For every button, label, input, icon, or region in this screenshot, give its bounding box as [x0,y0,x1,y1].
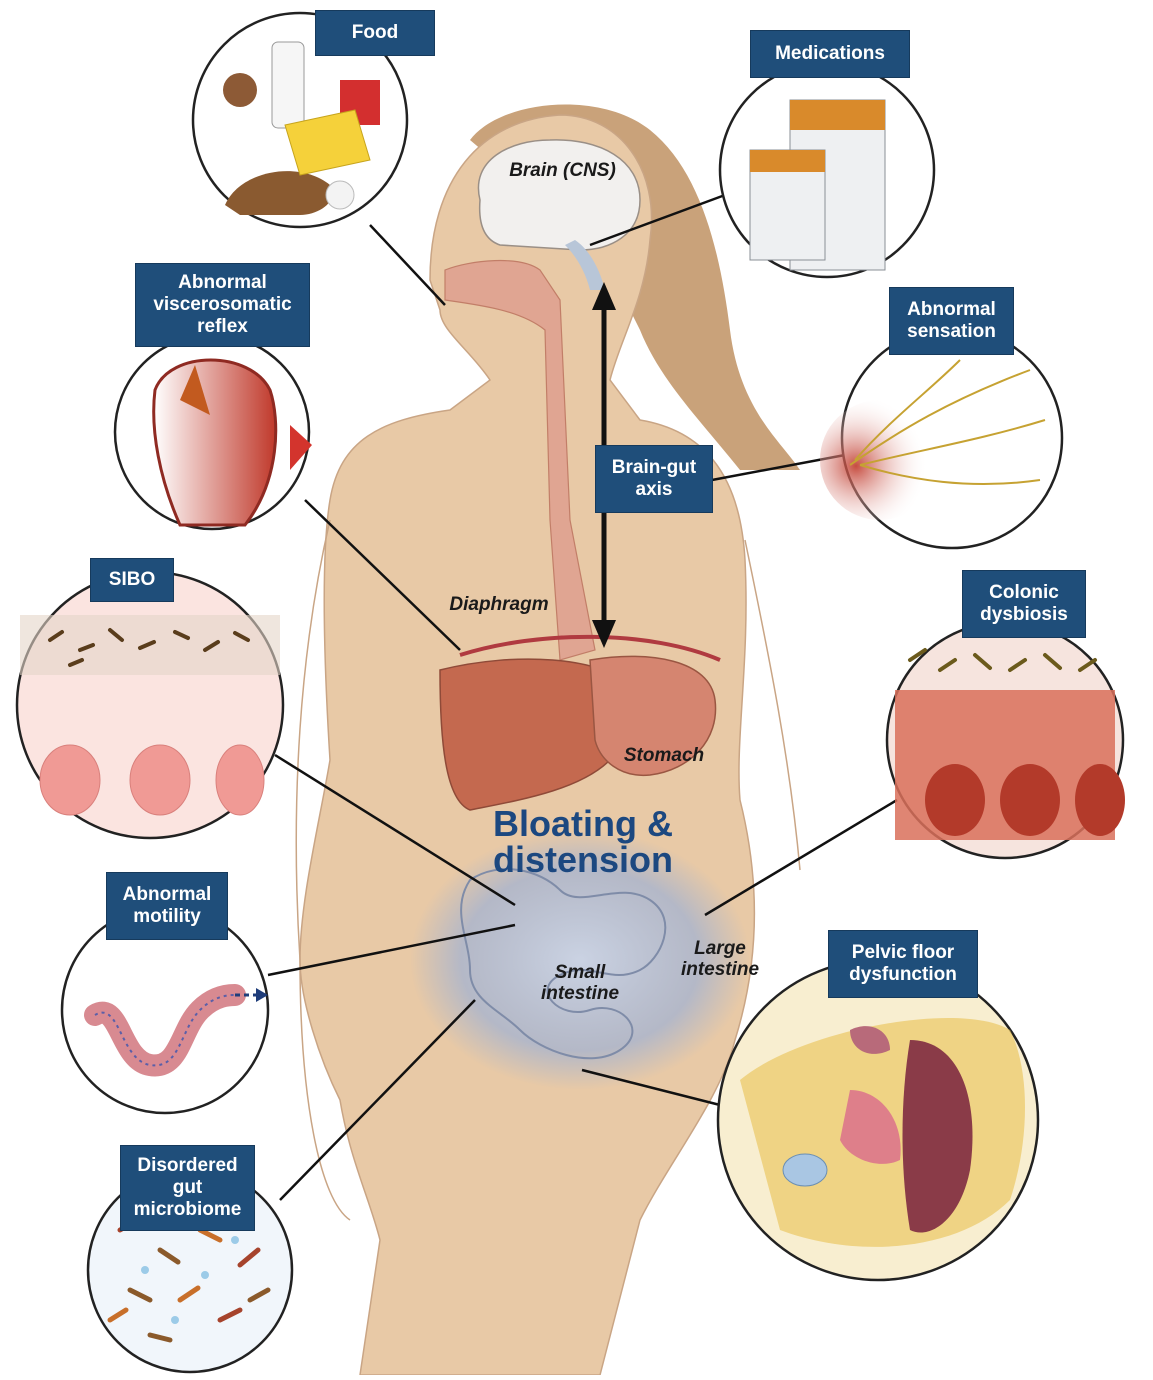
label-large-intestine: Large intestine [670,938,770,980]
box-axis-line1: Brain-gut [612,457,696,479]
box-sensation-line1: Abnormal [907,299,996,321]
center-title-line2: distension [478,842,688,878]
box-pelvic: Pelvic floor dysfunction [828,930,978,998]
colonic-illustration [887,622,1125,858]
sensation-illustration [820,328,1062,548]
label-large-intestine-line1: Large [670,938,770,959]
pelvic-illustration [718,960,1038,1280]
box-viscerosomatic-line1: Abnormal [178,272,267,294]
box-food: Food [315,10,435,56]
label-stomach: Stomach [614,745,714,766]
box-viscerosomatic-line3: reflex [197,316,248,338]
box-sibo: SIBO [90,558,174,602]
box-colonic-line2: dysbiosis [980,604,1068,626]
box-pelvic-line1: Pelvic floor [852,942,954,964]
label-small-intestine-line2: intestine [530,983,630,1004]
box-brain-gut-axis: Brain-gut axis [595,445,713,513]
box-viscerosomatic: Abnormal viscerosomatic reflex [135,263,310,347]
right-arm [745,540,800,870]
label-brain: Brain (CNS) [500,160,625,181]
box-sensation: Abnormal sensation [889,287,1014,355]
label-diaphragm: Diaphragm [440,594,558,615]
label-large-intestine-line2: intestine [670,959,770,980]
box-microbiome-line1: Disordered [137,1155,237,1177]
box-colonic-line1: Colonic [989,582,1059,604]
box-axis-line2: axis [636,479,673,501]
medications-illustration [720,63,934,277]
box-sensation-line2: sensation [907,321,996,343]
box-microbiome-line2: gut [173,1177,203,1199]
label-small-intestine-line1: Small [530,962,630,983]
center-title-line1: Bloating & [478,806,688,842]
sibo-illustration [17,572,283,838]
box-viscerosomatic-line2: viscerosomatic [153,294,291,316]
box-microbiome-line3: microbiome [134,1199,242,1221]
box-microbiome: Disordered gut microbiome [120,1145,255,1231]
viscerosomatic-illustration [115,335,312,529]
box-sibo-line1: SIBO [109,569,155,591]
box-motility-line2: motility [133,906,201,928]
box-food-line1: Food [352,22,398,44]
box-pelvic-line2: dysfunction [849,964,957,986]
box-medications: Medications [750,30,910,78]
box-medications-line1: Medications [775,43,885,65]
box-colonic: Colonic dysbiosis [962,570,1086,638]
label-small-intestine: Small intestine [530,962,630,1004]
box-motility: Abnormal motility [106,872,228,940]
brain-shape [478,140,640,250]
box-motility-line1: Abnormal [123,884,212,906]
center-title: Bloating & distension [478,806,688,878]
